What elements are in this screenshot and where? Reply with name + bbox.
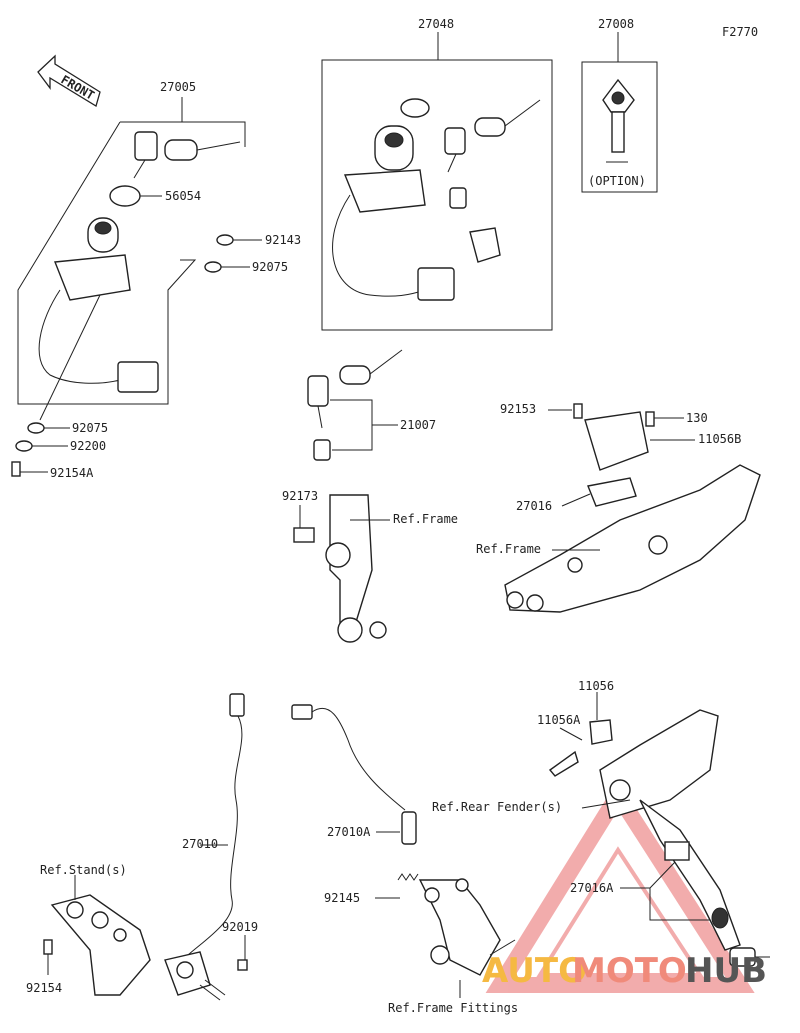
label-92145: 92145 xyxy=(324,891,360,905)
ignition-switch-set-27005 xyxy=(11,97,262,477)
label-56054: 56054 xyxy=(165,189,201,203)
rear-fender-bracket-assembly xyxy=(548,692,770,967)
watermark-part2: MOTO xyxy=(572,951,687,991)
label-27016: 27016 xyxy=(516,499,552,513)
label-92173: 92173 xyxy=(282,489,318,503)
label-11056B: 11056B xyxy=(698,432,741,446)
label-27008: 27008 xyxy=(598,17,634,31)
label-11056: 11056 xyxy=(578,679,614,693)
label-21007: 21007 xyxy=(400,418,436,432)
label-ref-frame-1: Ref.Frame xyxy=(393,512,458,526)
label-ref-stand: Ref.Stand(s) xyxy=(40,863,127,877)
label-27010: 27010 xyxy=(182,837,218,851)
label-27005: 27005 xyxy=(160,80,196,94)
front-label: FRONT xyxy=(59,72,97,102)
label-92019: 92019 xyxy=(222,920,258,934)
label-92075-upper: 92075 xyxy=(252,260,288,274)
side-stand-switch-27010 xyxy=(43,693,248,1001)
label-92153: 92153 xyxy=(500,402,536,416)
option-key-27008 xyxy=(581,32,658,193)
label-27010A: 27010A xyxy=(327,825,371,839)
label-92200: 92200 xyxy=(70,439,106,453)
frame-pivot-92173 xyxy=(293,494,390,643)
frame-bracket-assembly xyxy=(504,403,761,613)
key-lock-set-21007 xyxy=(307,349,403,461)
label-92075-lower: 92075 xyxy=(72,421,108,435)
label-option: (OPTION) xyxy=(588,174,646,188)
switch-27010A xyxy=(291,704,516,998)
label-27016A: 27016A xyxy=(570,881,614,895)
watermark-text: AUTO MOTO HUB xyxy=(482,951,767,991)
watermark-part1: AUTO xyxy=(482,951,587,991)
label-ref-frame-fittings: Ref.Frame Fittings xyxy=(388,1001,518,1015)
watermark-logo xyxy=(485,780,755,993)
label-130: 130 xyxy=(686,411,708,425)
label-92154A: 92154A xyxy=(50,466,94,480)
label-ref-rear-fender: Ref.Rear Fender(s) xyxy=(432,800,562,814)
figure-code: F2770 xyxy=(722,25,758,39)
ignition-switch-27048 xyxy=(321,32,553,331)
label-11056A: 11056A xyxy=(537,713,581,727)
label-92143: 92143 xyxy=(265,233,301,247)
watermark-part3: HUB xyxy=(685,951,767,991)
label-ref-frame-2: Ref.Frame xyxy=(476,542,541,556)
label-27048: 27048 xyxy=(418,17,454,31)
label-92154: 92154 xyxy=(26,981,62,995)
front-arrow-icon: FRONT xyxy=(37,54,101,107)
